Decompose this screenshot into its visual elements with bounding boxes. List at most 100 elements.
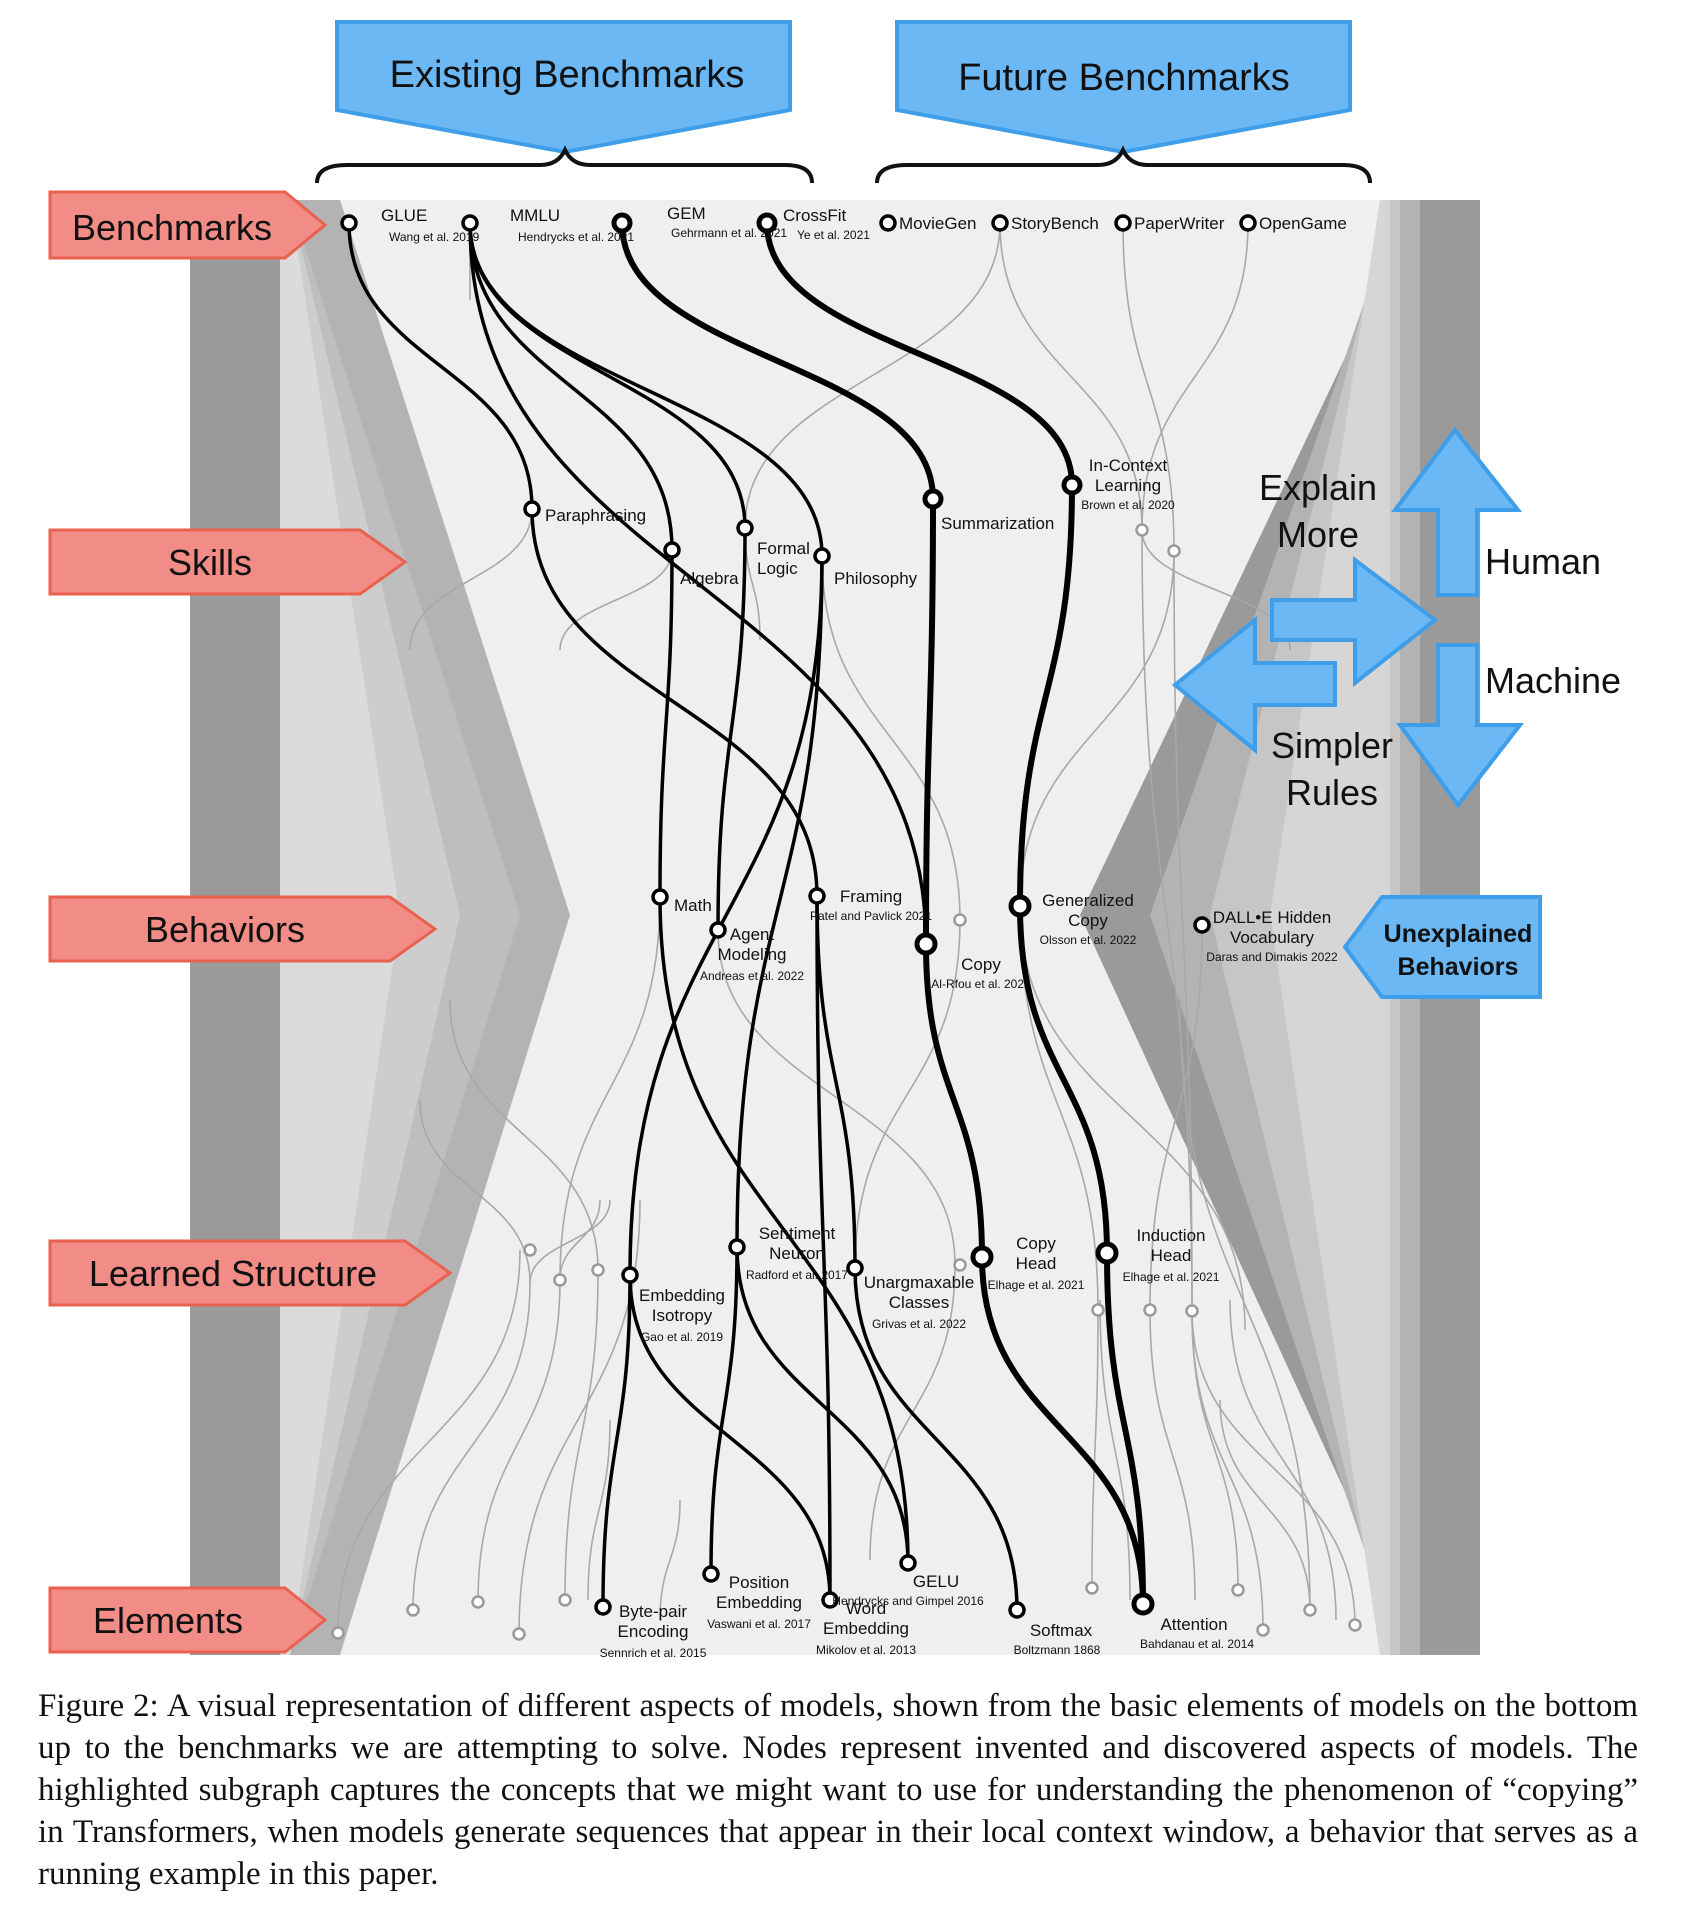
node-citation-icl: Brown et al. 2020 <box>1081 498 1175 512</box>
svg-text:Benchmarks: Benchmarks <box>72 207 272 248</box>
node-label-sentiment: Neuron <box>769 1244 825 1263</box>
node-label-dalle: Vocabulary <box>1230 928 1315 947</box>
graph-edge <box>601 1274 632 1608</box>
graph-edge <box>628 555 824 1276</box>
faint-node <box>406 1603 420 1617</box>
machine-down-arrow-icon <box>1396 643 1525 809</box>
node-label-emb-iso: Embedding <box>639 1286 725 1305</box>
node-citation-mmlu: Hendrycks et al. 2021 <box>518 230 634 244</box>
more-label: More <box>1277 514 1359 555</box>
level-skills: Skills <box>48 528 408 596</box>
faint-node <box>523 1243 537 1257</box>
faint-node <box>1143 1303 1157 1317</box>
faint-node <box>591 1263 605 1277</box>
graph-nodes <box>331 212 1362 1641</box>
node-label-dalle: DALL•E Hidden <box>1213 908 1331 927</box>
faint-node <box>1348 1618 1362 1632</box>
svg-text:Behaviors: Behaviors <box>1398 953 1519 981</box>
node-label-gem: GEM <box>667 204 706 223</box>
svg-text:Learned Structure: Learned Structure <box>89 1253 377 1294</box>
node-moviegen <box>879 214 897 232</box>
node-attention <box>1131 1592 1155 1616</box>
node-emb-iso <box>621 1266 639 1284</box>
node-label-storybench: StoryBench <box>1011 214 1099 233</box>
faint-edge <box>587 1419 611 1601</box>
node-label-icl: In-Context <box>1089 456 1168 475</box>
faint-node <box>553 1273 567 1287</box>
existing-benchmarks-banner: Existing Benchmarks <box>315 20 814 184</box>
faint-node <box>558 1593 572 1607</box>
node-label-paperwriter: PaperWriter <box>1134 214 1225 233</box>
node-citation-unarg: Grivas et al. 2022 <box>872 1317 966 1331</box>
figure-caption: Figure 2:A visual representation of diff… <box>38 1685 1638 1895</box>
faint-edge <box>1091 1309 1099 1589</box>
node-citation-position: Vaswani et al. 2017 <box>707 1617 811 1631</box>
node-citation-gelu: Hendrycks and Gimpel 2016 <box>832 1594 984 1608</box>
node-label-formal-logic: Formal <box>757 539 810 558</box>
faint-edge <box>1122 222 1175 552</box>
unexplained-behaviors-label: Unexplained Behaviors <box>1342 895 1542 999</box>
caption-label: Figure 2: <box>38 1688 159 1724</box>
faint-node <box>1085 1581 1099 1595</box>
node-sentiment <box>728 1238 746 1256</box>
graph-edge <box>853 1267 1019 1611</box>
node-citation-glue: Wang et al. 2019 <box>389 230 480 244</box>
node-glue <box>340 214 358 232</box>
graph-edge <box>815 895 857 1269</box>
node-label-crossfit: CrossFit <box>783 206 847 225</box>
node-gem <box>611 212 633 234</box>
node-label-formal-logic: Logic <box>757 559 798 578</box>
node-label-gen-copy: Copy <box>1068 911 1108 930</box>
graph-edge <box>709 1246 739 1575</box>
faint-edge <box>1099 1299 1131 1601</box>
faint-edge <box>1141 529 1193 1312</box>
graph-edge <box>716 527 747 931</box>
node-philosophy <box>813 547 831 565</box>
caption-text: A visual representation of different asp… <box>38 1688 1639 1892</box>
copy-subgraph-edge <box>1017 484 1075 907</box>
graph-edge <box>658 896 910 1564</box>
svg-text:Elements: Elements <box>93 1600 243 1641</box>
node-formal-logic <box>736 519 754 537</box>
level-benchmarks: Benchmarks <box>48 190 328 260</box>
level-learned-structure: Learned Structure <box>48 1239 453 1307</box>
node-label-philosophy: Philosophy <box>834 569 918 588</box>
copy-subgraph-edge <box>923 943 985 1258</box>
node-label-opengame: OpenGame <box>1259 214 1347 233</box>
faint-edge <box>559 549 673 651</box>
node-opengame <box>1239 214 1257 232</box>
faint-edge <box>529 1199 611 1284</box>
faint-node <box>1091 1303 1105 1317</box>
graph-edges <box>337 222 1356 1635</box>
svg-text:Unexplained: Unexplained <box>1384 920 1533 948</box>
node-dalle <box>1193 916 1211 934</box>
future-benchmarks-label: Future Benchmarks <box>958 57 1290 99</box>
faint-edge <box>559 896 661 1281</box>
node-label-unarg: Classes <box>889 1293 949 1312</box>
node-softmax <box>1008 1601 1026 1619</box>
human-label: Human <box>1485 541 1601 582</box>
node-label-framing: Framing <box>840 887 902 906</box>
faint-edge <box>409 508 533 651</box>
copy-subgraph-edge <box>619 222 936 500</box>
level-behaviors: Behaviors <box>48 895 438 963</box>
graph-edge <box>468 222 824 557</box>
node-label-bpe: Byte-pair <box>619 1602 687 1621</box>
faint-edge <box>337 1249 521 1634</box>
faint-edge <box>1019 905 1246 1331</box>
node-citation-crossfit: Ye et al. 2021 <box>797 228 870 242</box>
node-position <box>702 1565 720 1583</box>
faint-node <box>1167 544 1181 558</box>
node-gen-copy <box>1008 894 1032 918</box>
node-icl <box>1061 474 1083 496</box>
copy-subgraph-edge <box>1104 1252 1146 1605</box>
faint-edge <box>1229 1299 1337 1621</box>
node-label-copy: Copy <box>961 955 1001 974</box>
node-framing <box>808 887 826 905</box>
faint-edge <box>564 1269 599 1601</box>
node-storybench <box>991 214 1009 232</box>
explain-label: Explain <box>1259 467 1377 508</box>
future-benchmarks-banner: Future Benchmarks <box>875 20 1372 184</box>
node-label-agent-modeling: Agent <box>730 925 775 944</box>
